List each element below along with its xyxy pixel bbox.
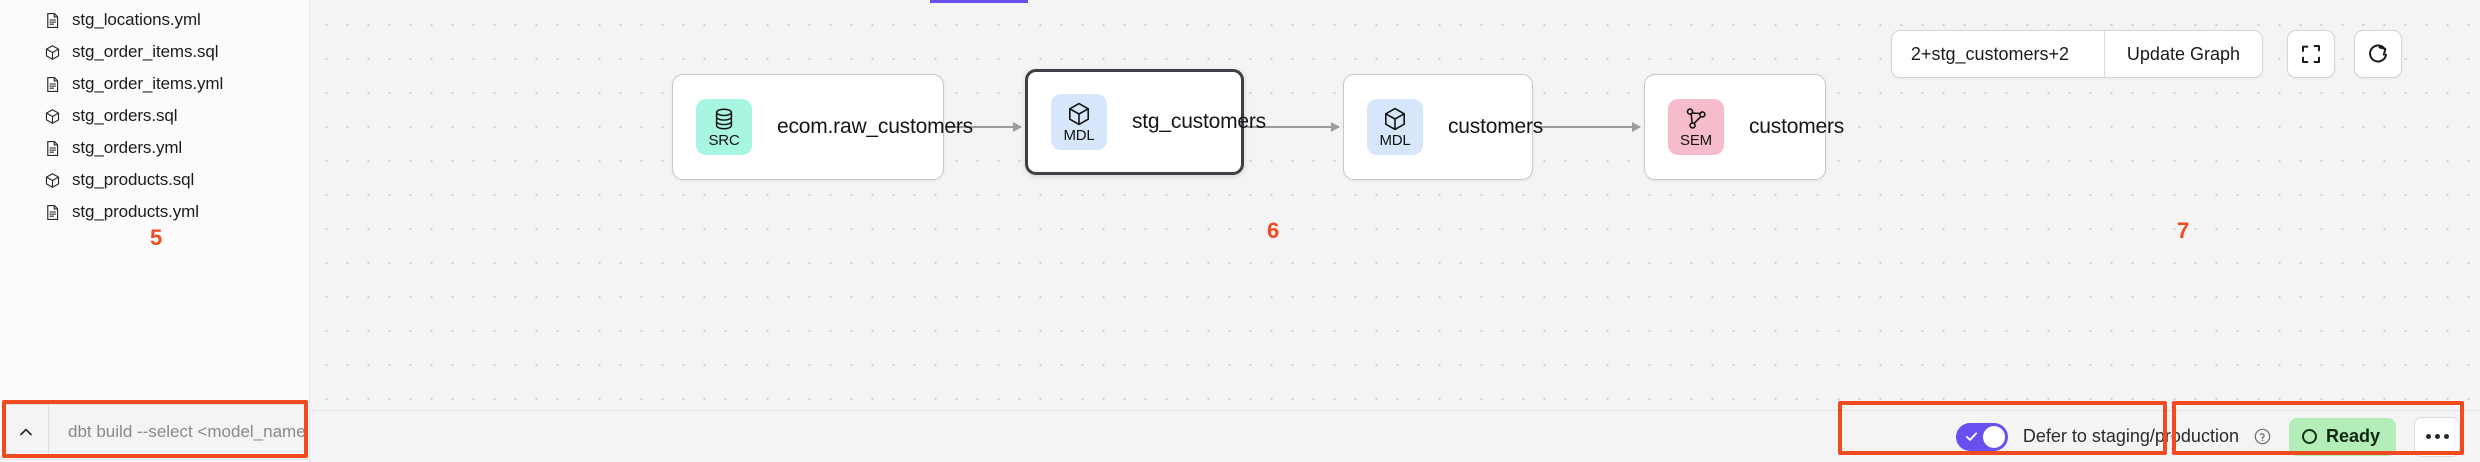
node-type-badge-label: MDL — [1379, 132, 1411, 149]
refresh-icon — [2369, 44, 2387, 63]
file-list-item[interactable]: stg_products.sql — [0, 164, 309, 196]
file-list-item-label: stg_orders.yml — [72, 138, 183, 157]
status-badge-label: Ready — [2325, 426, 2380, 446]
graph-selector-group: Update Graph — [1890, 30, 2263, 78]
lineage-node-mdl-stg-customers[interactable]: MDL stg_customers — [1025, 69, 1266, 175]
file-list-item[interactable]: stg_products.yml — [0, 196, 309, 228]
defer-setting: Defer to staging/production — [1955, 422, 2271, 451]
database-icon — [715, 108, 733, 130]
node-label: ecom.raw_customers — [777, 115, 973, 138]
file-list-item-label: stg_order_items.sql — [72, 42, 219, 61]
lineage-edge — [1536, 122, 1641, 132]
active-tab-indicator — [930, 0, 1028, 3]
file-document-icon — [47, 204, 59, 220]
lineage-edge — [1247, 122, 1340, 132]
cube-icon — [45, 172, 60, 188]
graph-toolbar: Update Graph — [1890, 30, 2402, 78]
node-type-badge: SEM — [1668, 99, 1724, 155]
file-document-icon — [47, 12, 59, 28]
file-list-item[interactable]: stg_order_items.sql — [0, 36, 309, 68]
file-list-item-label: stg_locations.yml — [72, 10, 201, 29]
update-graph-button[interactable]: Update Graph — [2104, 31, 2262, 77]
file-list-item[interactable]: stg_order_items.yml — [0, 68, 309, 100]
lineage-node-src-ecom-raw-customers[interactable]: SRC ecom.raw_customers — [672, 74, 973, 180]
toggle-knob — [1982, 425, 2005, 448]
cube-icon — [1069, 102, 1089, 126]
node-type-badge: SRC — [696, 99, 752, 155]
cube-icon — [1385, 107, 1405, 131]
command-input[interactable] — [49, 404, 307, 460]
node-type-badge: MDL — [1367, 99, 1423, 155]
fullscreen-icon — [2302, 45, 2320, 63]
status-indicator-dot — [2301, 429, 2317, 444]
file-list-item-label: stg_products.sql — [72, 170, 195, 189]
chevron-up-icon — [19, 428, 32, 436]
command-bar-expand-button[interactable] — [3, 404, 49, 460]
help-circle-icon[interactable] — [2254, 428, 2271, 445]
node-type-badge: MDL — [1051, 94, 1107, 150]
node-type-badge-label: SRC — [708, 132, 740, 149]
file-list-item[interactable]: stg_orders.sql — [0, 100, 309, 132]
sidebar-scroll-fade — [0, 382, 309, 404]
command-bar[interactable] — [2, 404, 308, 460]
semantic-node-icon — [1686, 108, 1706, 129]
cube-icon — [45, 108, 60, 124]
more-options-button[interactable] — [2414, 416, 2460, 457]
cube-icon — [45, 44, 60, 60]
graph-icon-buttons — [2287, 30, 2402, 78]
file-list: stg_locations.yml stg_order_items.sql stg_… — [0, 0, 309, 228]
file-list-item[interactable]: stg_orders.yml — [0, 132, 309, 164]
file-explorer-sidebar: stg_locations.yml stg_order_items.sql stg_… — [0, 0, 310, 462]
defer-label: Defer to staging/production — [2022, 426, 2239, 446]
node-type-badge-label: SEM — [1680, 132, 1712, 149]
ellipsis-icon — [2434, 434, 2440, 439]
node-label: customers — [1749, 115, 1845, 138]
status-bar: Defer to staging/production Ready — [310, 410, 2480, 462]
file-document-icon — [47, 76, 59, 92]
selector-divider — [2103, 31, 2105, 77]
lineage-edge — [947, 122, 1022, 132]
lineage-node-mdl-customers[interactable]: MDL customers — [1343, 74, 1543, 180]
node-label: stg_customers — [1132, 110, 1266, 133]
fit-view-button[interactable] — [2287, 30, 2335, 78]
main-panel: Update Graph — [310, 0, 2480, 462]
node-type-badge-label: MDL — [1063, 127, 1095, 144]
file-list-item-label: stg_order_items.yml — [72, 74, 224, 93]
node-label: customers — [1448, 115, 1544, 138]
ellipsis-icon — [2443, 434, 2449, 439]
file-list-item-label: stg_orders.sql — [72, 106, 178, 125]
ellipsis-icon — [2425, 434, 2431, 439]
defer-toggle[interactable] — [1955, 422, 2008, 451]
check-icon — [1965, 431, 1977, 441]
status-badge[interactable]: Ready — [2288, 417, 2396, 456]
file-list-item-label: stg_products.yml — [72, 202, 199, 221]
file-list-item[interactable]: stg_locations.yml — [0, 4, 309, 36]
refresh-graph-button[interactable] — [2354, 30, 2402, 78]
lineage-node-sem-customers[interactable]: SEM customers — [1644, 74, 1844, 180]
lineage-canvas[interactable]: Update Graph — [310, 0, 2480, 410]
graph-selector-input[interactable] — [1891, 31, 2104, 77]
file-document-icon — [47, 140, 59, 156]
